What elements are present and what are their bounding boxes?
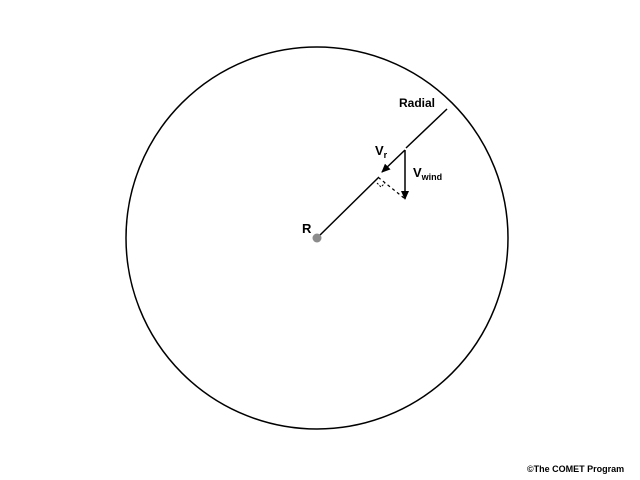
projection-dashed-line: [378, 177, 405, 199]
copyright-notice: ©The COMET Program: [527, 464, 625, 474]
radial-velocity-arrow: [381, 149, 406, 173]
vwind-label: Vwind: [413, 165, 442, 182]
vr-label-subscript: r: [384, 150, 388, 160]
radar-range-circle: [125, 46, 509, 430]
radial-label: Radial: [399, 96, 435, 110]
right-angle-marker: [376, 182, 386, 188]
vr-label-main: V: [375, 143, 384, 158]
radial-line-inner: [316, 176, 380, 239]
radial-line-outer: [405, 108, 448, 149]
radar-dot: [312, 233, 322, 243]
vwind-label-main: V: [413, 165, 422, 180]
vwind-label-subscript: wind: [421, 172, 443, 182]
radar-label: R: [302, 221, 312, 236]
vr-label: Vr: [375, 143, 388, 160]
